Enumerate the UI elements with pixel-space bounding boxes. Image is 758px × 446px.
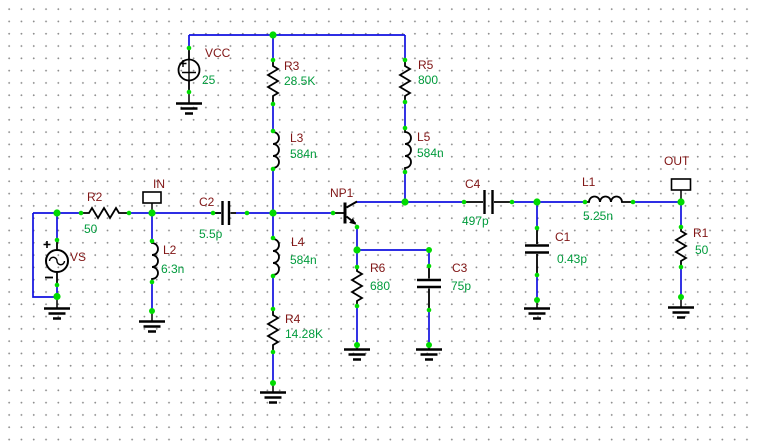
label-l2-value[interactable]: 6.3n	[161, 262, 185, 276]
resistor-r4-symbol[interactable]	[266, 310, 280, 352]
label-r2-name[interactable]: R2	[87, 190, 103, 204]
junction-dots	[53, 31, 685, 386]
dc-source-vcc-symbol[interactable]	[177, 48, 201, 92]
label-r1-value[interactable]: 50	[695, 243, 709, 257]
np1-base-bar	[343, 202, 347, 224]
label-np1-name[interactable]: NP1	[330, 186, 354, 200]
ground-icon-vs[interactable]	[44, 307, 70, 320]
resistor-r2-symbol[interactable]	[82, 206, 129, 220]
label-r1-name[interactable]: R1	[693, 226, 709, 240]
label-c1-name[interactable]: C1	[555, 230, 571, 244]
inductor-l2-symbol[interactable]	[151, 241, 159, 282]
label-r5-name[interactable]: R5	[418, 58, 434, 72]
label-l4-name[interactable]: L4	[291, 235, 305, 249]
label-l5-value[interactable]: 584n	[417, 146, 444, 160]
ground-icon-c1[interactable]	[524, 307, 550, 320]
label-l2-name[interactable]: L2	[163, 243, 177, 257]
label-c2-value[interactable]: 5.5p	[199, 227, 223, 241]
inductor-l3-symbol[interactable]	[272, 131, 280, 169]
label-c4-value[interactable]: 497p	[462, 214, 489, 228]
label-l5-name[interactable]: L5	[417, 130, 431, 144]
in-port-box	[142, 191, 162, 204]
ground-icon-r6[interactable]	[344, 348, 370, 361]
ac-source-vs-symbol[interactable]	[43, 240, 69, 285]
wire-vs-loop[interactable]	[32, 213, 58, 298]
label-vs-name[interactable]: VS	[70, 250, 87, 264]
label-c1-value[interactable]: 0.43p	[557, 252, 588, 266]
label-c3-value[interactable]: 75p	[451, 279, 472, 293]
vcc-circle	[177, 58, 201, 82]
c3-plates	[417, 278, 441, 289]
resistor-r1-symbol[interactable]	[674, 227, 688, 267]
label-c2-name[interactable]: C2	[199, 195, 215, 209]
capacitor-c1-symbol[interactable]	[525, 228, 549, 275]
label-r2-value[interactable]: 50	[84, 222, 98, 236]
transistor-np1-symbol[interactable]	[333, 200, 358, 225]
label-r3-value[interactable]: 28.5K	[284, 74, 316, 88]
c2-plates	[221, 201, 231, 225]
np1-collector-lead	[346, 200, 358, 209]
ground-icon-vcc[interactable]	[176, 102, 202, 115]
ground-symbols[interactable]	[44, 102, 694, 404]
label-c3-name[interactable]: C3	[452, 261, 468, 275]
capacitor-c4-symbol[interactable]	[464, 190, 512, 214]
label-port-out[interactable]: OUT	[664, 154, 690, 168]
c1-plates	[525, 244, 549, 254]
capacitor-c2-symbol[interactable]	[213, 201, 236, 225]
np1-emitter-arrow-icon	[349, 218, 357, 225]
label-l3-name[interactable]: L3	[290, 131, 304, 145]
inductor-l4-symbol[interactable]	[272, 238, 280, 276]
resistor-r3-symbol[interactable]	[266, 61, 280, 104]
inductor-l1-symbol[interactable]	[586, 195, 633, 203]
label-l1-name[interactable]: L1	[582, 175, 596, 189]
label-l4-value[interactable]: 584n	[290, 253, 317, 267]
label-l1-value[interactable]: 5.25n	[583, 209, 614, 223]
label-r6-value[interactable]: 680	[370, 279, 391, 293]
c4-plates	[483, 190, 494, 214]
out-port-box	[670, 178, 692, 191]
capacitor-c3-symbol[interactable]	[417, 266, 441, 310]
label-c4-name[interactable]: C4	[465, 177, 481, 191]
label-vcc-value[interactable]: 25	[202, 73, 216, 87]
vs-sine-icon	[48, 256, 66, 266]
ground-icon-c3[interactable]	[416, 348, 442, 361]
resistor-r5-symbol[interactable]	[398, 61, 412, 102]
label-l3-value[interactable]: 584n	[290, 147, 317, 161]
label-port-in[interactable]: IN	[153, 177, 165, 191]
label-vcc-name[interactable]: VCC	[205, 46, 231, 60]
vs-circle	[45, 249, 69, 273]
inductor-l5-symbol[interactable]	[404, 129, 412, 172]
vs-plus-icon	[43, 241, 51, 248]
label-r4-value[interactable]: 14.28K	[285, 327, 324, 341]
vcc-plus-icon	[179, 60, 187, 67]
wire-top-rail[interactable]	[188, 34, 406, 60]
ground-icon-r4[interactable]	[260, 391, 286, 404]
ground-icon-l2[interactable]	[139, 320, 165, 333]
label-r4-name[interactable]: R4	[285, 312, 301, 326]
ground-icon-r1[interactable]	[668, 306, 694, 319]
label-r6-name[interactable]: R6	[370, 261, 386, 275]
label-r5-value[interactable]: 800	[418, 73, 439, 87]
resistor-r6-symbol[interactable]	[350, 267, 364, 306]
vcc-inner-plates	[182, 60, 196, 80]
label-r3-name[interactable]: R3	[284, 59, 300, 73]
